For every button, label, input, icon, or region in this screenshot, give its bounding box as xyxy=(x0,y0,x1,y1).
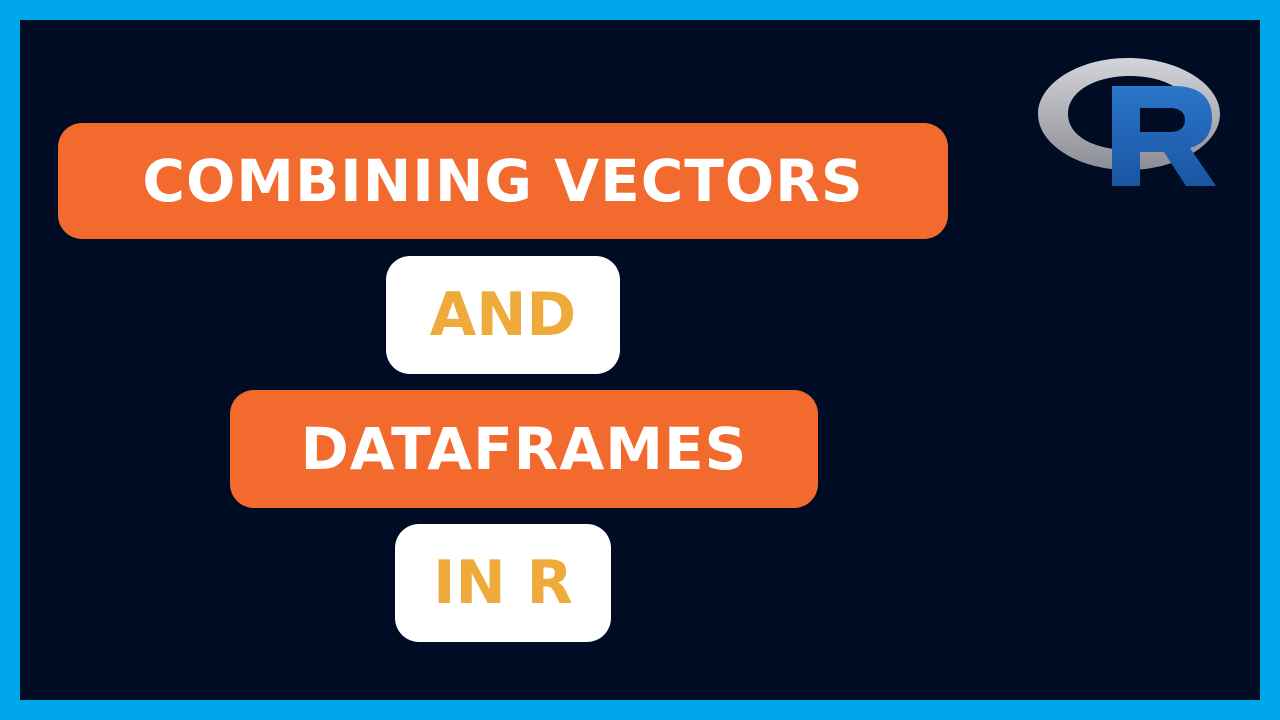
title-line-and: AND xyxy=(386,256,620,374)
thumbnail-frame: COMBINING VECTORS AND DATAFRAMES IN R xyxy=(20,20,1260,700)
title-line-dataframes: DATAFRAMES xyxy=(230,390,818,508)
r-language-logo-icon xyxy=(1034,52,1224,192)
title-line-text: COMBINING VECTORS xyxy=(142,147,864,215)
title-line-in-r: IN R xyxy=(395,524,611,642)
title-line-text: AND xyxy=(429,280,577,350)
title-line-text: IN R xyxy=(433,548,573,618)
title-line-text: DATAFRAMES xyxy=(300,415,748,483)
title-line-combining-vectors: COMBINING VECTORS xyxy=(58,123,948,239)
